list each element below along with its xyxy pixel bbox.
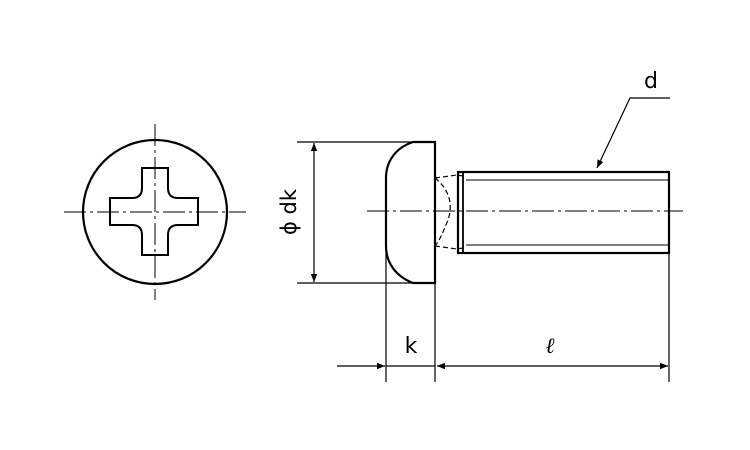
label-head-height-k: k xyxy=(405,334,418,359)
d-leader-line xyxy=(596,97,670,169)
recess-hidden-lines xyxy=(434,174,464,250)
screw-side-view xyxy=(367,140,683,285)
label-length-l: ℓ xyxy=(545,334,555,359)
phillips-cross-recess xyxy=(109,167,199,256)
dimension-lines xyxy=(297,97,670,382)
threaded-shank xyxy=(456,170,671,255)
label-diameter-d: d xyxy=(644,69,658,94)
pan-head-outline xyxy=(384,140,437,285)
label-head-diameter: ϕ dk xyxy=(277,188,301,235)
head-top-view xyxy=(64,124,246,300)
